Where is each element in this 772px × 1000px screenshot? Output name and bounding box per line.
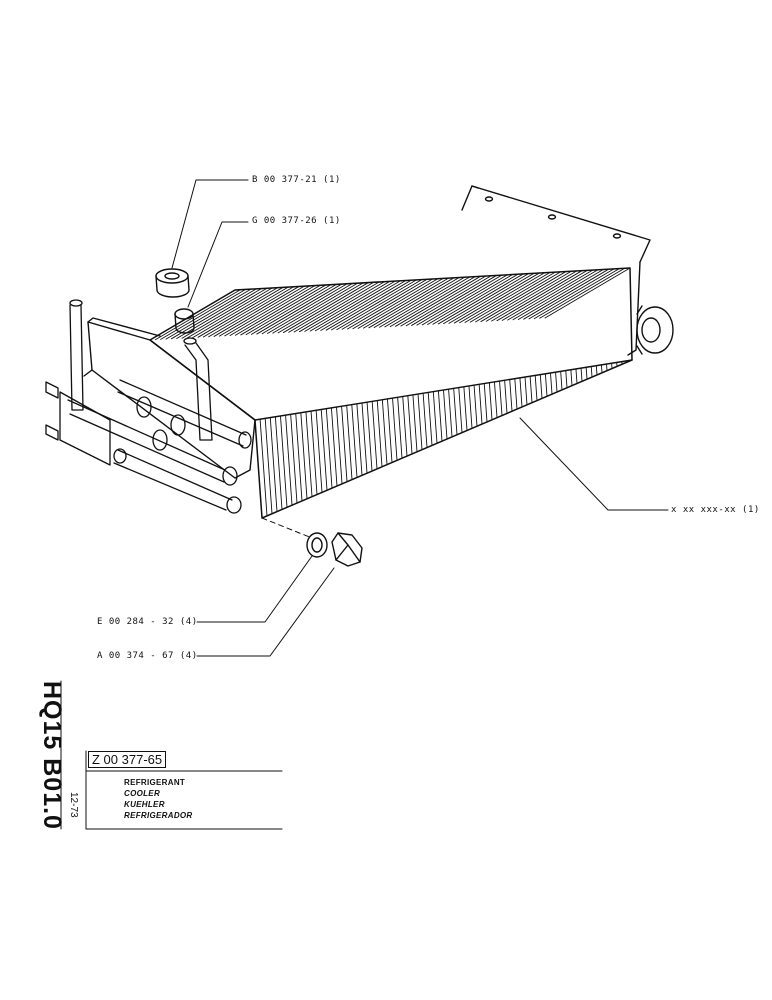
fin-line: [357, 277, 458, 436]
fin-line: [208, 286, 318, 495]
fin-line: [448, 272, 543, 399]
fin-line: [379, 276, 478, 427]
part-a-nut: [331, 532, 363, 567]
fin-line: [315, 280, 418, 453]
model-code: HQ15 B01.0: [38, 681, 66, 830]
fin-line: [325, 279, 428, 448]
fin-line: [347, 278, 448, 440]
title-fr: REFRIGERANT: [124, 778, 186, 787]
cooling-fins: [149, 267, 633, 519]
fin-line: [245, 284, 353, 481]
fin-line: [437, 273, 533, 404]
leader-lines: [171, 179, 669, 657]
fin-line: [411, 274, 508, 414]
fin-line: [533, 268, 623, 365]
title-en: COOLER: [124, 789, 161, 798]
fin-line: [266, 283, 373, 472]
title-block-frame: [60, 680, 283, 830]
callout-x: x xx xxx-xx (1): [671, 505, 760, 515]
drawing-date: 12-73: [68, 792, 79, 818]
fin-line: [464, 272, 558, 393]
fin-line: [192, 287, 303, 502]
end-plate: [83, 317, 256, 479]
fin-line: [272, 282, 378, 470]
fin-line: [352, 278, 453, 438]
fin-line: [384, 276, 483, 425]
fin-line: [261, 283, 368, 474]
callout-b: B 00 377-21 (1): [252, 175, 341, 185]
part-e-washer: [306, 532, 328, 558]
fin-line: [443, 273, 538, 402]
callout-g: G 00 377-26 (1): [252, 216, 341, 226]
fin-line: [528, 268, 618, 367]
fin-line: [277, 282, 383, 468]
fin-line: [336, 279, 438, 444]
fin-line: [523, 268, 613, 369]
fin-line: [373, 277, 473, 429]
fin-line: [181, 287, 293, 506]
fin-line: [154, 289, 268, 517]
callout-e: E 00 284 - 32 (4): [97, 617, 198, 627]
fin-line: [213, 285, 323, 493]
fin-line: [469, 271, 563, 391]
fin-line: [507, 269, 598, 376]
fin-line: [512, 269, 603, 374]
fin-line: [400, 275, 498, 419]
manifold-tubes: [45, 299, 252, 514]
fin-line: [459, 272, 553, 395]
fin-line: [517, 269, 608, 372]
fin-line: [416, 274, 513, 412]
drawing-reference: Z 00 377-65: [88, 751, 167, 768]
fin-line: [368, 277, 468, 431]
fin-line: [304, 280, 408, 457]
fin-line: [496, 270, 588, 380]
title-de: KUEHLER: [124, 800, 165, 809]
fin-line: [160, 288, 273, 515]
fin-line: [299, 281, 403, 459]
fin-line: [475, 271, 568, 389]
fin-line: [250, 283, 358, 478]
fin-line: [491, 270, 583, 382]
fin-line: [176, 288, 288, 508]
fin-line: [331, 279, 433, 446]
fin-line: [501, 269, 593, 378]
fin-line: [288, 281, 393, 463]
fin-line: [186, 287, 298, 504]
fin-line: [341, 278, 443, 442]
part-b-cap: [155, 268, 190, 298]
fin-line: [427, 274, 523, 408]
fin-line: [421, 274, 518, 410]
fin-line: [432, 273, 528, 406]
fin-line: [480, 271, 573, 387]
fin-line: [240, 284, 348, 483]
fin-line: [320, 280, 423, 451]
fin-line: [165, 288, 278, 513]
callout-a: A 00 374 - 67 (4): [97, 651, 198, 661]
fin-line: [224, 285, 333, 489]
ring-fitting: [636, 305, 674, 355]
fin-line: [363, 277, 463, 434]
fin-line: [405, 275, 503, 416]
fin-line: [197, 286, 308, 500]
mounting-bracket: [461, 185, 651, 356]
fin-line: [202, 286, 313, 498]
fin-line: [539, 267, 628, 363]
fin-line: [256, 283, 363, 476]
fin-line: [395, 275, 493, 421]
title-es: REFRIGERADOR: [124, 811, 193, 820]
fin-line: [170, 288, 283, 510]
fin-line: [485, 270, 578, 384]
fin-line: [453, 272, 548, 397]
fin-line: [282, 282, 388, 466]
fin-line: [389, 276, 488, 423]
fin-line: [309, 280, 413, 455]
fin-line: [544, 267, 633, 361]
fin-line: [218, 285, 328, 491]
fin-line: [229, 285, 338, 487]
fin-line: [234, 284, 343, 485]
part-g-sleeve: [174, 308, 195, 334]
fin-line: [293, 281, 398, 461]
